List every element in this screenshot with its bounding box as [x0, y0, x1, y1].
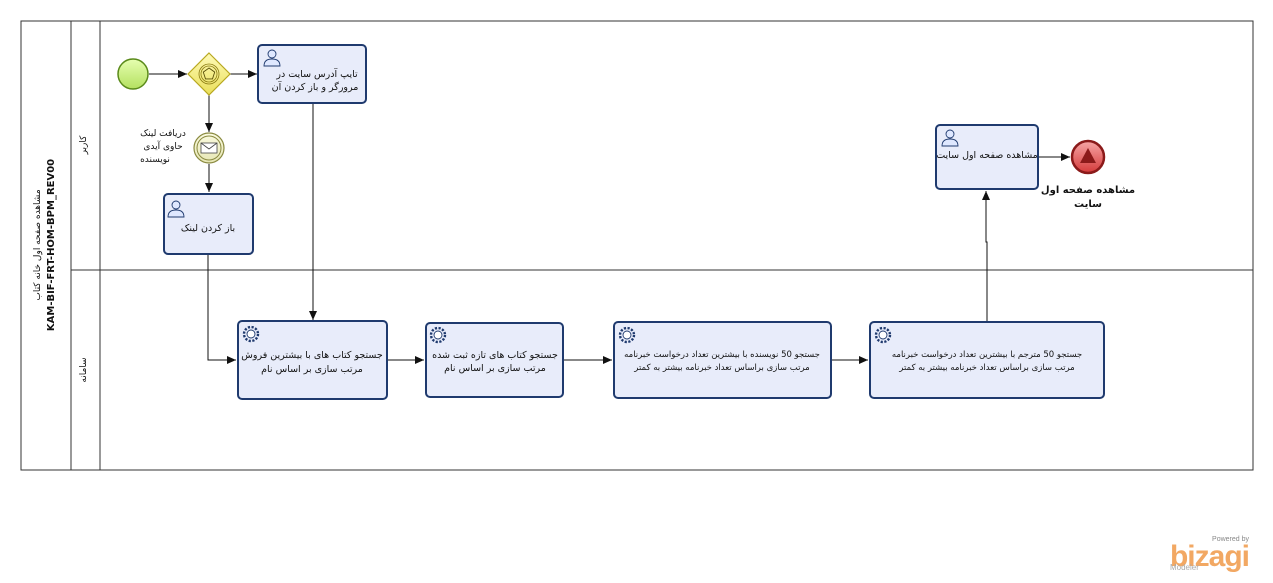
task-search-translators-line2: مرتب سازی براساس تعداد خبرنامه بیشتر به …: [898, 363, 1074, 373]
powered-by-text: Powered by: [1212, 536, 1249, 543]
task-open-link[interactable]: باز کردن لینک: [163, 193, 254, 255]
task-type-address-line2: مرورگر و باز کردن آن: [272, 80, 359, 93]
task-search-new-books-line1: جستجو کتاب های تازه ثبت شده: [432, 350, 558, 361]
task-search-new-books[interactable]: جستجو کتاب های تازه ثبت شده مرتب سازی بر…: [425, 322, 564, 398]
gear-icon: [242, 325, 260, 343]
lane-system-label: سامانه: [79, 357, 89, 382]
bizagi-branding: Powered by bizagi Modeler: [1169, 536, 1250, 573]
end-label-line2: سایت: [1074, 199, 1102, 210]
lane-user-label: کاربر: [79, 135, 89, 156]
message-label-line1: دریافت لینک: [140, 129, 186, 139]
lane-system: سامانه: [79, 357, 89, 382]
end-label-line1: مشاهده صفحه اول: [1041, 185, 1135, 196]
task-open-link-label: باز کردن لینک: [181, 223, 235, 234]
task-search-authors[interactable]: جستجو 50 نویسنده با بیشترین تعداد درخواس…: [613, 321, 832, 399]
message-label-line2: حاوی آیدی: [143, 140, 182, 152]
task-search-authors-line1: جستجو 50 نویسنده با بیشترین تعداد درخواس…: [624, 350, 820, 360]
task-view-home-label: مشاهده صفحه اول سایت: [936, 150, 1038, 161]
pool-title-line2: KAM-BIF-FRT-HOM-BPM_REV00: [46, 159, 57, 331]
envelope-icon: [200, 142, 218, 154]
bizagi-logo: bizagi: [1169, 540, 1250, 573]
task-view-home[interactable]: مشاهده صفحه اول سایت: [935, 124, 1039, 190]
task-search-translators-line1: جستجو 50 مترجم با بیشترین تعداد درخواست …: [892, 350, 1082, 360]
end-event: [1070, 139, 1106, 175]
message-catch-event: [193, 132, 225, 164]
task-type-address-line1: تایپ آدرس سایت در: [275, 67, 358, 80]
sequence-flows: [149, 70, 1070, 364]
user-task-icon: [263, 49, 281, 67]
pool-title-line1: مشاهده صفحه اول خانه کتاب: [33, 189, 43, 300]
task-search-authors-line2: مرتب سازی براساس تعداد خبرنامه بیشتر به …: [633, 363, 809, 373]
task-type-address[interactable]: تایپ آدرس سایت در مرورگر و باز کردن آن: [257, 44, 367, 104]
lane-user: کاربر: [79, 135, 89, 156]
task-search-new-books-line2: مرتب سازی بر اساس نام: [444, 363, 546, 374]
task-search-bestsellers-line2: مرتب سازی بر اساس نام: [261, 364, 363, 375]
task-search-bestsellers-line1: جستجو کتاب های با بیشترین فروش: [241, 350, 383, 361]
flow-open-link-to-search: [207, 254, 236, 364]
flow-search4-to-view-home: [982, 191, 990, 322]
task-search-bestsellers[interactable]: جستجو کتاب های با بیشترین فروش مرتب سازی…: [237, 320, 388, 400]
event-gateway: [187, 52, 231, 96]
modeler-text: Modeler: [1169, 563, 1199, 572]
message-label-line3: نویسنده: [140, 155, 170, 165]
end-event-label: مشاهده صفحه اول سایت: [1041, 185, 1135, 210]
message-event-label: دریافت لینک حاوی آیدی نویسنده: [140, 129, 186, 165]
user-task-icon: [167, 200, 185, 218]
signal-icon: [1080, 148, 1096, 163]
gear-icon: [618, 326, 636, 344]
pool-title: مشاهده صفحه اول خانه کتاب KAM-BIF-FRT-HO…: [33, 159, 57, 331]
gear-icon: [429, 326, 447, 344]
start-event: [117, 58, 149, 90]
user-task-icon: [941, 129, 959, 147]
gear-icon: [874, 326, 892, 344]
task-search-translators[interactable]: جستجو 50 مترجم با بیشترین تعداد درخواست …: [869, 321, 1105, 399]
